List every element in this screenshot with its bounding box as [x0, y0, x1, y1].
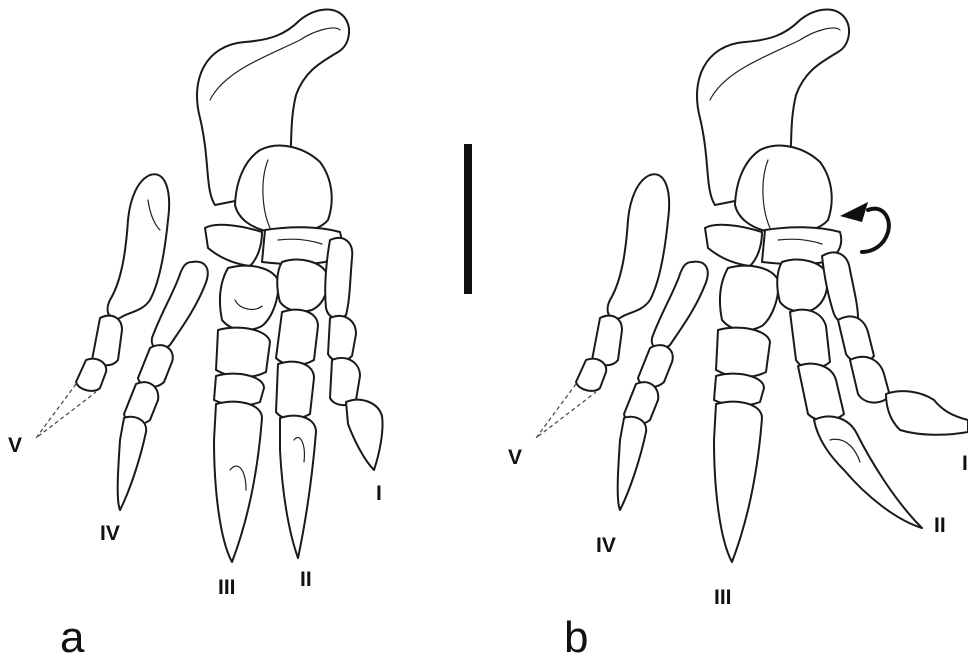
metatarsal-II	[277, 260, 327, 312]
digit-label-III-b: III	[714, 586, 732, 609]
digit-label-I-a: I	[376, 482, 382, 505]
digit-label-V-b: V	[508, 446, 522, 469]
panel-a: V IV III II I a	[8, 10, 383, 656]
digit-label-II-b: II	[934, 514, 946, 537]
panel-label-a: a	[60, 613, 85, 656]
curved-arrow-icon	[840, 202, 889, 252]
metatarsal-I	[325, 238, 352, 319]
metatarsal-III	[220, 266, 278, 331]
digit-label-IV-a: IV	[100, 522, 120, 545]
digit-label-IV-b: IV	[596, 534, 616, 557]
digit-label-III-a: III	[218, 576, 236, 599]
panel-b: V IV III II I b	[508, 10, 968, 656]
digit-label-V-a: V	[8, 434, 22, 457]
digit-label-II-a: II	[300, 568, 312, 591]
scale-bar	[464, 144, 472, 294]
metatarsal-IV	[152, 262, 208, 349]
distal-tarsal-1	[205, 225, 262, 266]
panel-label-b: b	[564, 613, 588, 656]
metatarsal-V	[108, 174, 170, 319]
digit-label-I-b: I	[962, 452, 968, 475]
astragalus-bone	[235, 146, 332, 234]
